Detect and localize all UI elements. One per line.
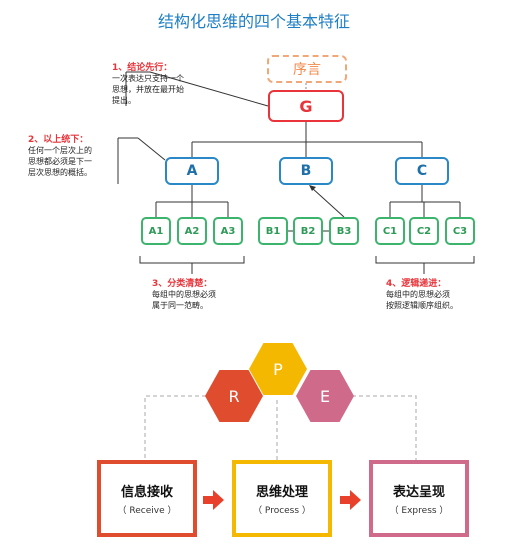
node-c2: C2 — [409, 217, 439, 245]
diagram-title: 结构化思维的四个基本特征 — [157, 12, 350, 31]
node-b: B — [279, 157, 333, 185]
node-a1: A1 — [141, 217, 171, 245]
node-c3: C3 — [445, 217, 475, 245]
box-receive: 信息接收 （ Receive ） — [97, 460, 197, 537]
node-c: C — [395, 157, 449, 185]
node-b1: B1 — [258, 217, 288, 245]
note-conclusion-first: 1、结论先行： 一次表达只支持一个 思想，并放在最开始 提出。 — [112, 63, 184, 105]
note-top-down: 2、以上统下： 任何一个层次上的 思想都必须是下一 层次思想的概括。 — [28, 135, 92, 177]
root-node-g: G — [268, 90, 344, 122]
box-express: 表达呈现 （ Express ） — [369, 460, 469, 537]
node-b2: B2 — [293, 217, 323, 245]
note-clear-grouping: 3、分类清楚： 每组中的思想必须 属于同一范畴。 — [152, 279, 216, 310]
node-a3: A3 — [213, 217, 243, 245]
node-a: A — [165, 157, 219, 185]
node-b3: B3 — [329, 217, 359, 245]
box-process: 思维处理 （ Process ） — [232, 460, 332, 537]
node-a2: A2 — [177, 217, 207, 245]
note-logical-order: 4、逻辑递进： 每组中的思想必须 按照逻辑顺序组织。 — [386, 279, 458, 310]
preface-box: 序言 — [267, 55, 347, 83]
node-c1: C1 — [375, 217, 405, 245]
